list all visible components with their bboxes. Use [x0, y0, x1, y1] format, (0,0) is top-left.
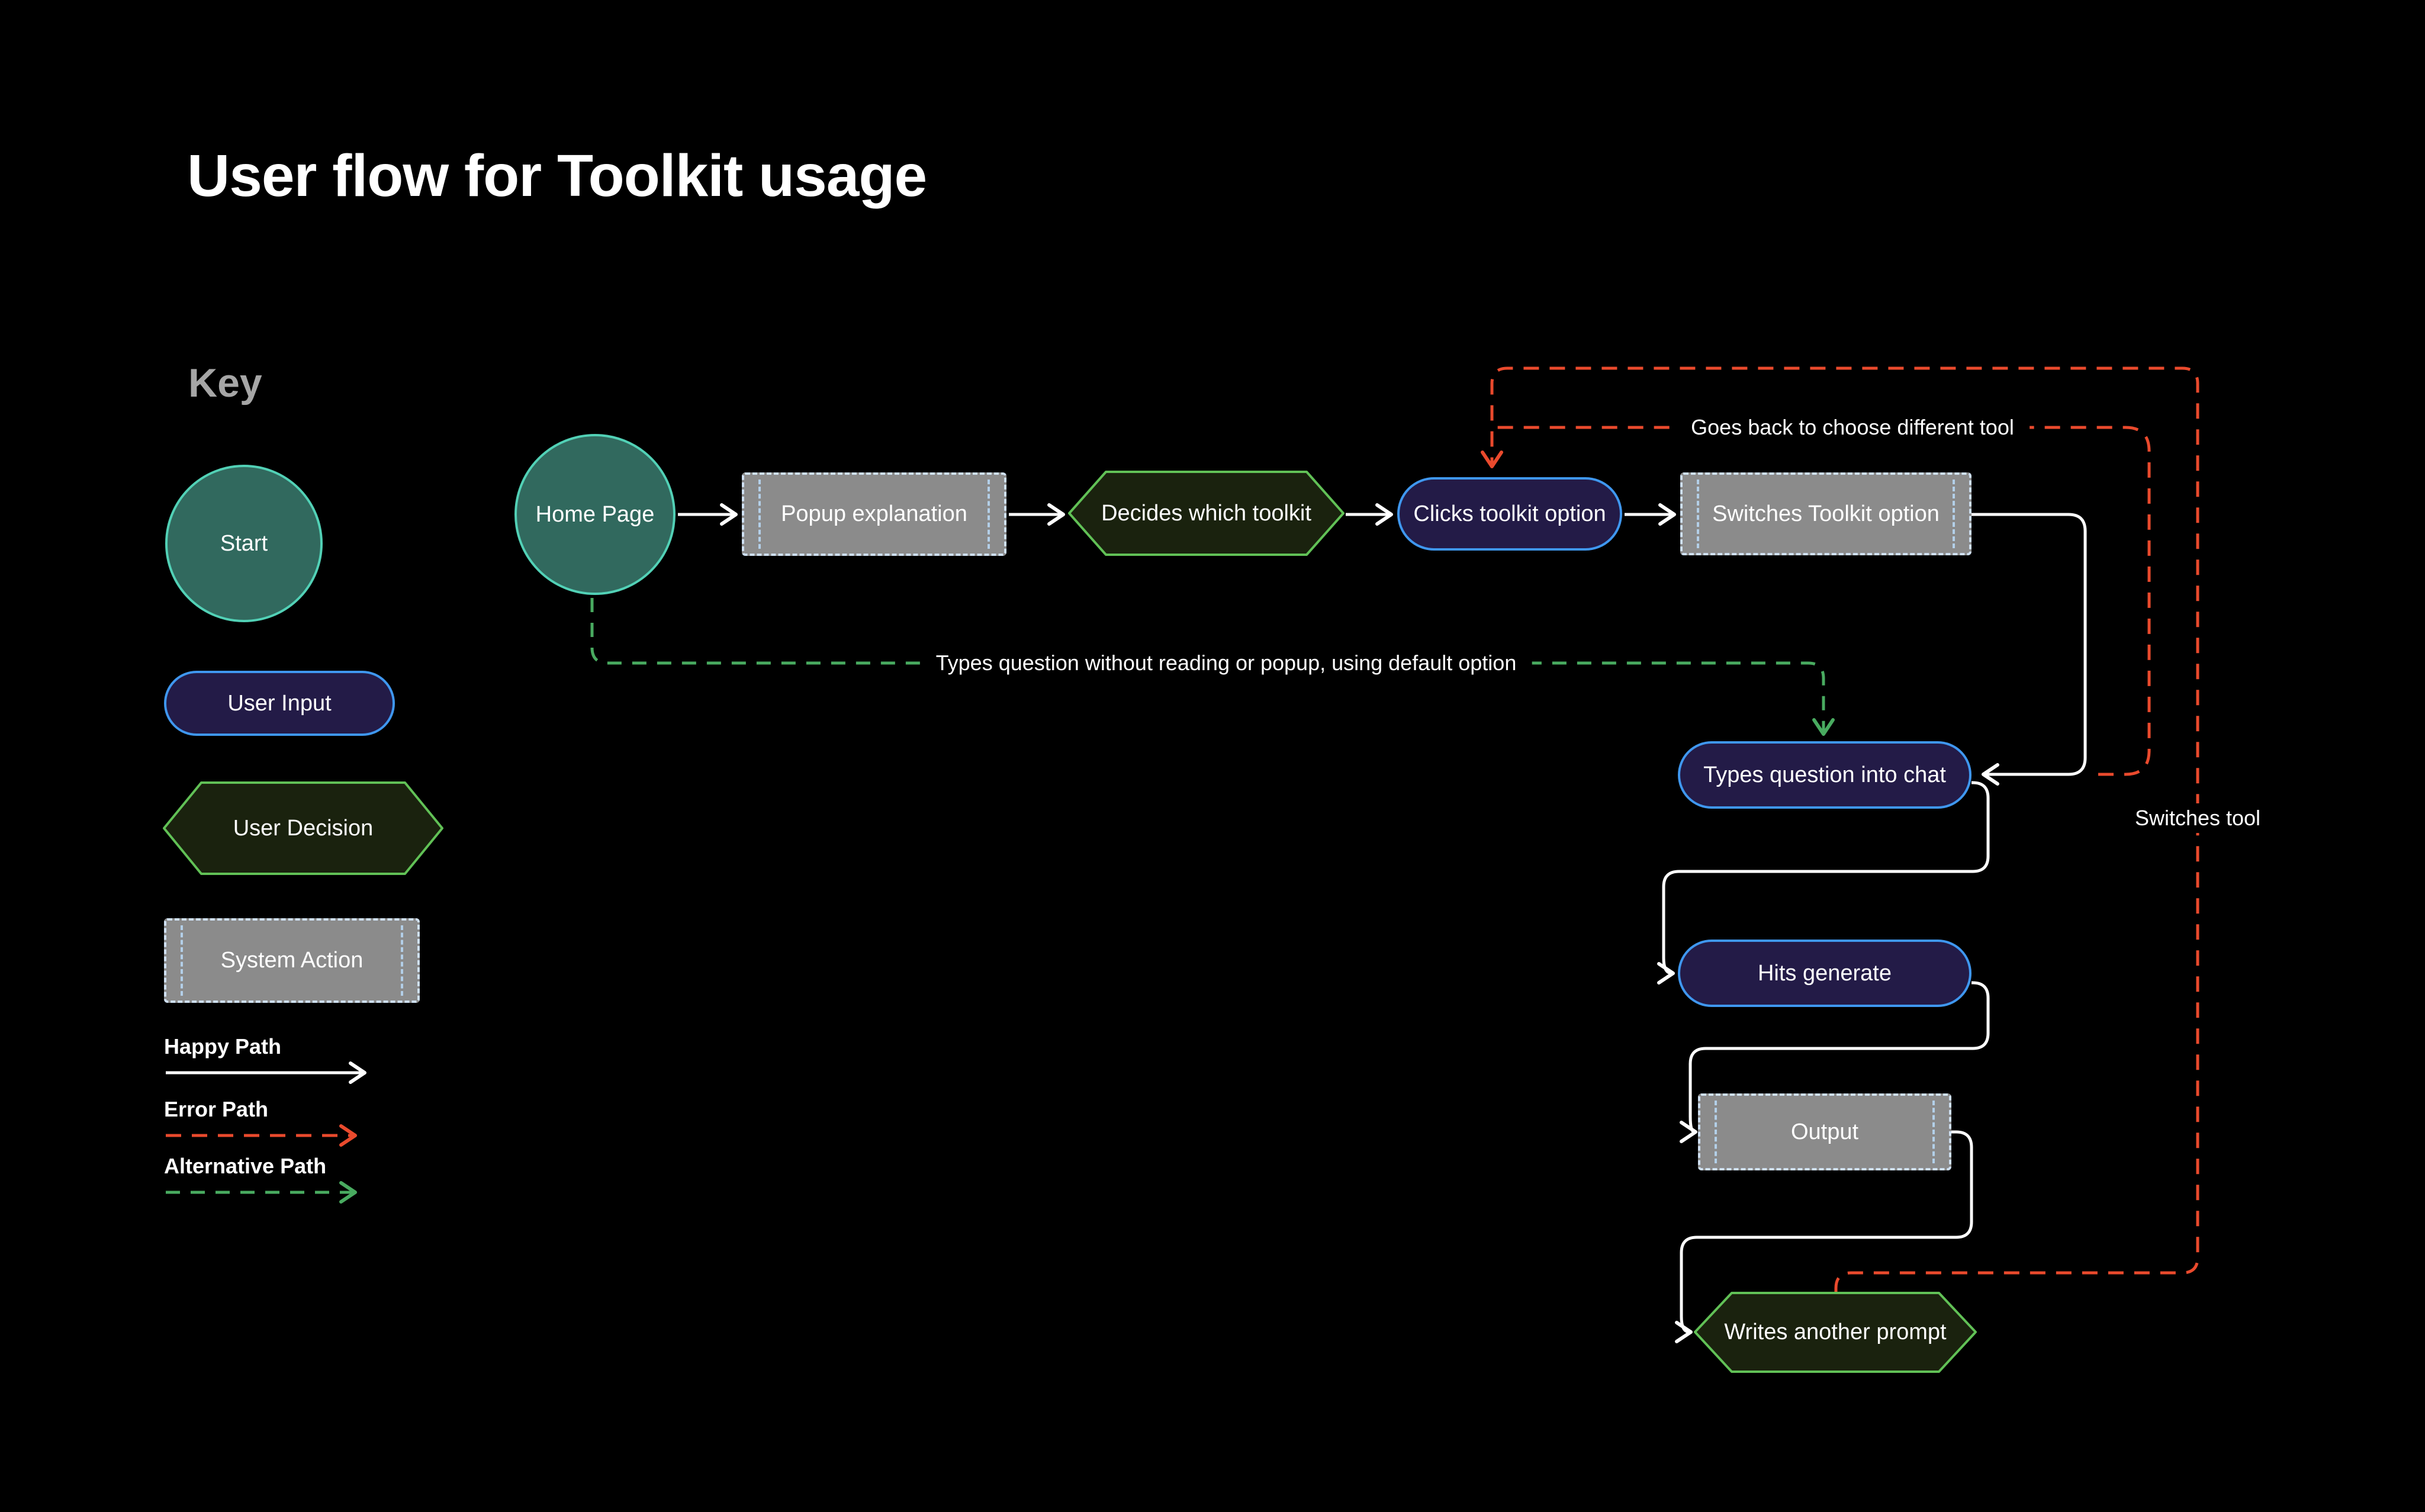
- edge-types-to-hits: [1657, 781, 1990, 985]
- types-question-into-chat-node: Types question into chat: [1678, 741, 1971, 809]
- system-action-left-rail: [181, 925, 183, 996]
- output-node: Output: [1698, 1093, 1951, 1170]
- legend-error-path-label: Error Path: [164, 1097, 269, 1121]
- key-user-decision-label: User Decision: [233, 815, 374, 841]
- edge-hits-to-output: [1679, 981, 1990, 1143]
- writes-another-prompt-shape: [1694, 1292, 1977, 1373]
- decides-which-toolkit-label: Decides which toolkit: [1101, 500, 1311, 526]
- legend-alternative-path-label: Alternative Path: [164, 1154, 327, 1178]
- output-label: Output: [1790, 1119, 1859, 1144]
- decides-which-toolkit-shape: [1068, 471, 1345, 556]
- clicks-toolkit-option-node: Clicks toolkit option: [1397, 477, 1622, 551]
- key-user-input-node: User Input: [164, 671, 395, 736]
- system-action-left-rail: [1715, 1101, 1717, 1163]
- alternative-path-edge-label: Types question without reading or popup,…: [920, 648, 1532, 678]
- hits-generate-node: Hits generate: [1678, 940, 1971, 1007]
- writes-another-prompt-label: Writes another prompt: [1724, 1320, 1947, 1344]
- system-action-left-rail: [1697, 480, 1699, 548]
- system-action-left-rail: [758, 480, 761, 549]
- popup-explanation-label: Popup explanation: [781, 501, 967, 526]
- popup-explanation-node: Popup explanation: [742, 472, 1006, 556]
- key-system-action-node: System Action: [164, 918, 420, 1003]
- edge-switches-to-types: [1971, 513, 2087, 786]
- switches-tool-edge-label: Switches tool: [2119, 803, 2276, 833]
- edge-output-to-writes: [1674, 1130, 1973, 1343]
- key-heading: Key: [188, 361, 262, 406]
- page-title: User flow for Toolkit usage: [187, 143, 927, 209]
- home-page-node: Home Page: [514, 434, 676, 595]
- system-action-right-rail: [401, 925, 403, 996]
- goes-back-edge-label: Goes back to choose different tool: [1675, 413, 2030, 442]
- key-system-action-label: System Action: [220, 948, 364, 973]
- key-user-decision-shape: [163, 781, 443, 875]
- key-start-node: Start: [165, 465, 323, 622]
- system-action-right-rail: [1932, 1101, 1935, 1163]
- system-action-right-rail: [988, 480, 990, 549]
- switches-toolkit-option-label: Switches Toolkit option: [1712, 501, 1940, 526]
- switches-toolkit-option-node: Switches Toolkit option: [1680, 472, 1971, 555]
- system-action-right-rail: [1953, 480, 1955, 548]
- legend-happy-path-label: Happy Path: [164, 1034, 282, 1059]
- edge-goes-back-to-clicks: [1492, 426, 2151, 776]
